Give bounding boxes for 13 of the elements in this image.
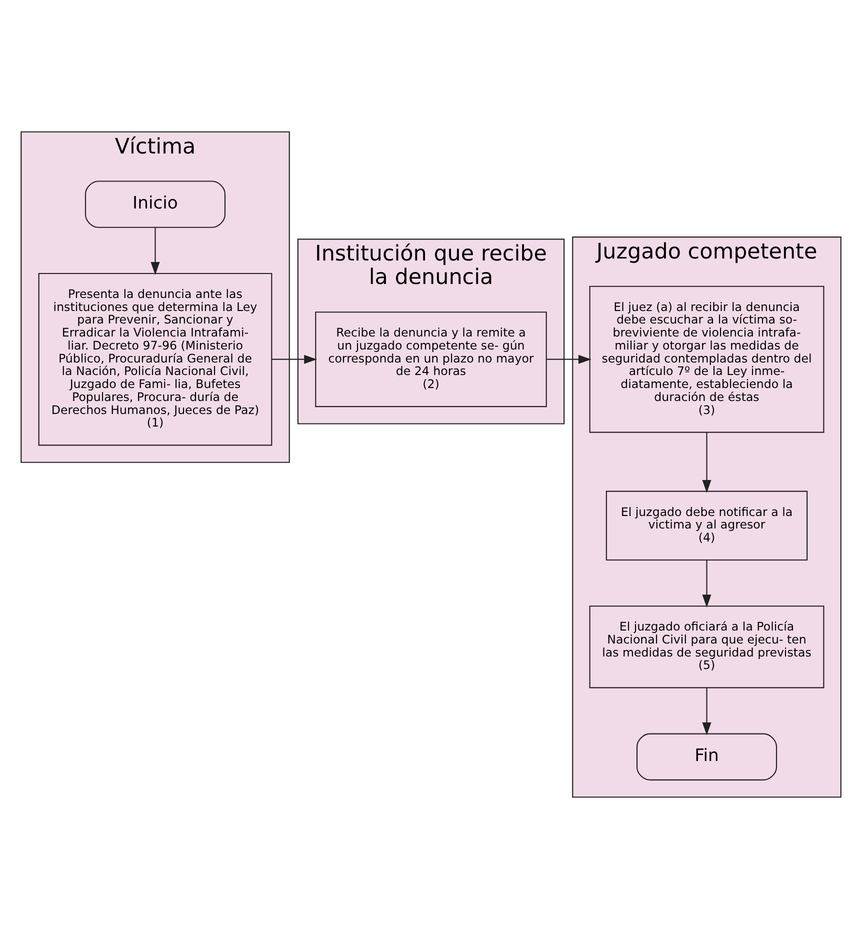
arrow (150, 227, 160, 274)
arrow (546, 354, 592, 364)
arrow (702, 560, 712, 607)
node-box: Inicio (84, 180, 226, 228)
node-box: El juzgado oficiará a la Policía Nacional Civil para que ejecu- ten las medidas de seguridad previstas (5) (589, 605, 824, 688)
node-box: Presenta la denuncia ante las instituciones que determina la Ley para Prevenir, Sancionar y Erradicar la Violencia Intrafami- liar. Decreto 97-96 (Ministerio Público, Procuraduría General de la Nación, Policía Nacional Civil, Juzgado de Fami- lia, Bufetes Populares, Procura- duría de Derechos Humanos, Jueces de Paz) (1) (38, 272, 272, 446)
node-box: El juzgado debe notificar a la victima y al agresor (4) (606, 490, 808, 560)
arrow (702, 432, 712, 492)
arrow (702, 687, 712, 735)
arrow (272, 354, 317, 364)
node-box: Recibe la denuncia y la remite a un juzgado competente se- gún corresponda en un plazo no mayor de 24 horas (2) (315, 311, 547, 407)
node-box: El juez (a) al recibir la denuncia debe escuchar a la víctima so- breviviente de violencia intrafa- miliar y otorgar las medidas de seguridad contempladas dentro del artículo 7º de la Ley inme- diatamente, estableciendo la duración de éstas (3) (589, 285, 824, 432)
node-box: Fin (636, 732, 778, 780)
